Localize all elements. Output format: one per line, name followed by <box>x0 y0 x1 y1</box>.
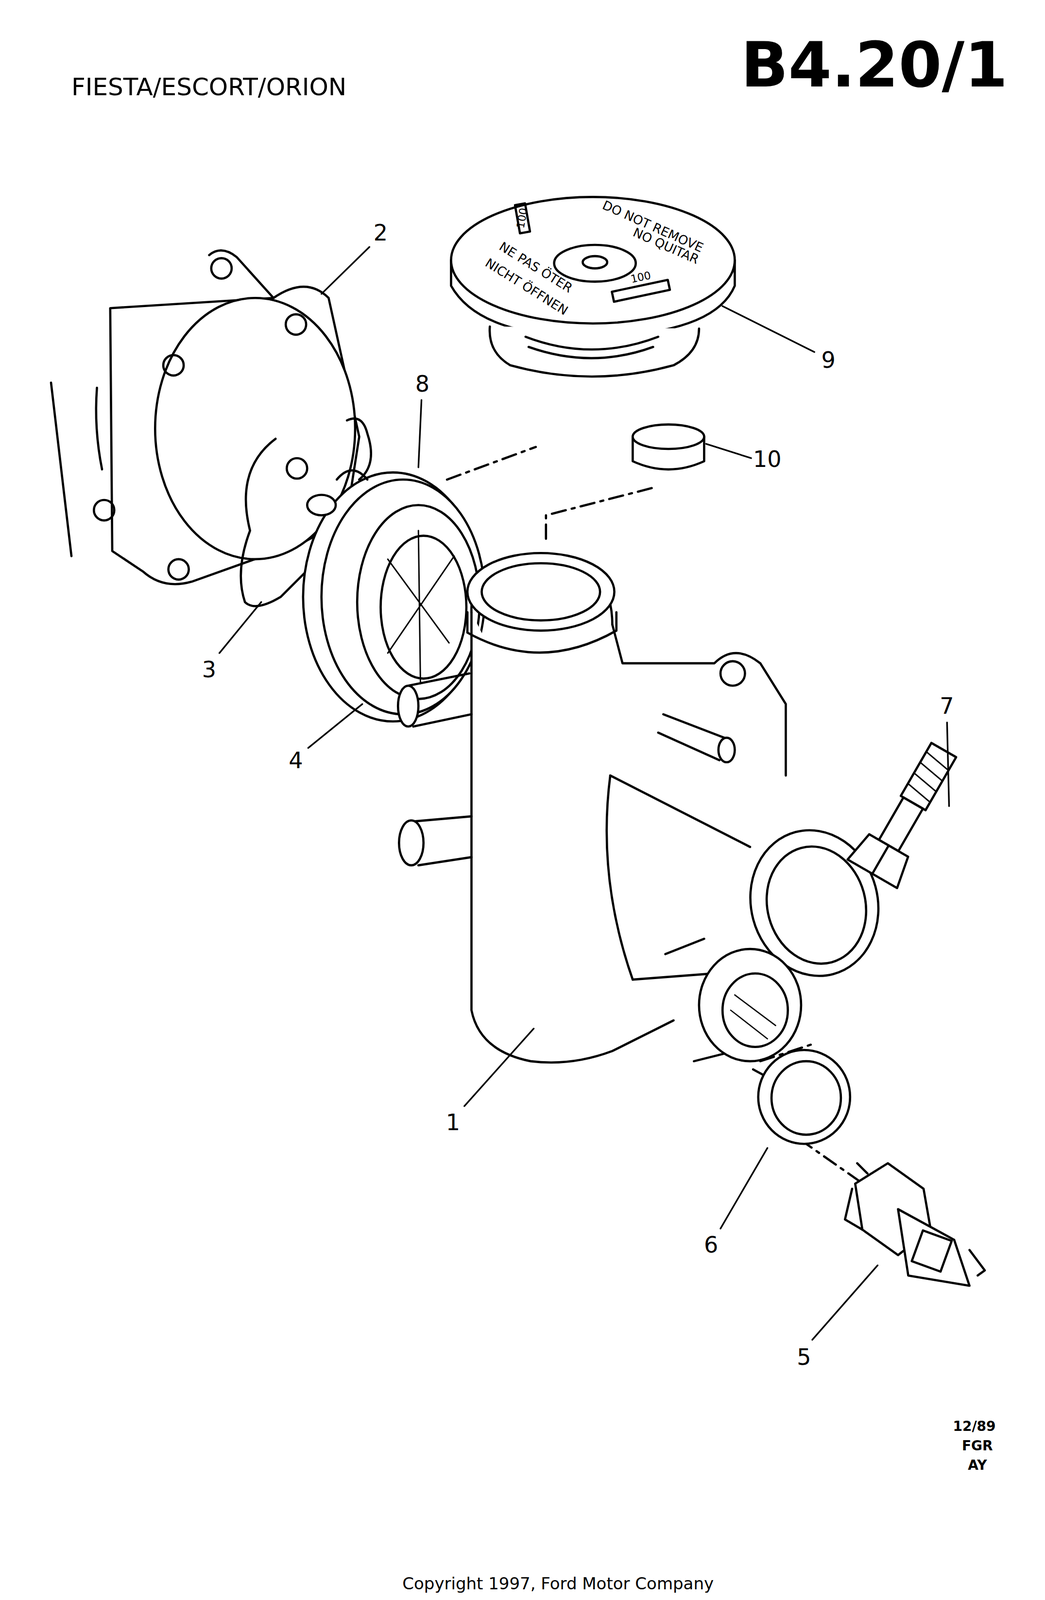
sheet-number: B4.20/1 <box>740 34 1008 97</box>
cap-text: 100 <box>515 207 530 230</box>
callout-number: 8 <box>415 372 430 395</box>
callout-number: 6 <box>703 1233 719 1256</box>
date-code: FGR <box>961 1439 994 1453</box>
callout-number: 1 <box>445 1111 461 1134</box>
callout-number: 2 <box>373 221 388 244</box>
callout-number: 10 <box>753 447 782 471</box>
copyright-caption: Copyright 1997, Ford Motor Company <box>402 1575 714 1592</box>
callout-number: 9 <box>821 348 836 372</box>
cap-text: 100 <box>629 270 652 285</box>
date-code: 12/89 <box>952 1419 996 1434</box>
callout-number: 4 <box>288 749 303 772</box>
callout-number: 3 <box>202 658 217 681</box>
page-title: FIESTA/ESCORT/ORION <box>71 74 347 100</box>
callout-number: 7 <box>939 694 954 718</box>
callout-number: 5 <box>796 1345 811 1369</box>
date-code: AY <box>967 1458 987 1473</box>
